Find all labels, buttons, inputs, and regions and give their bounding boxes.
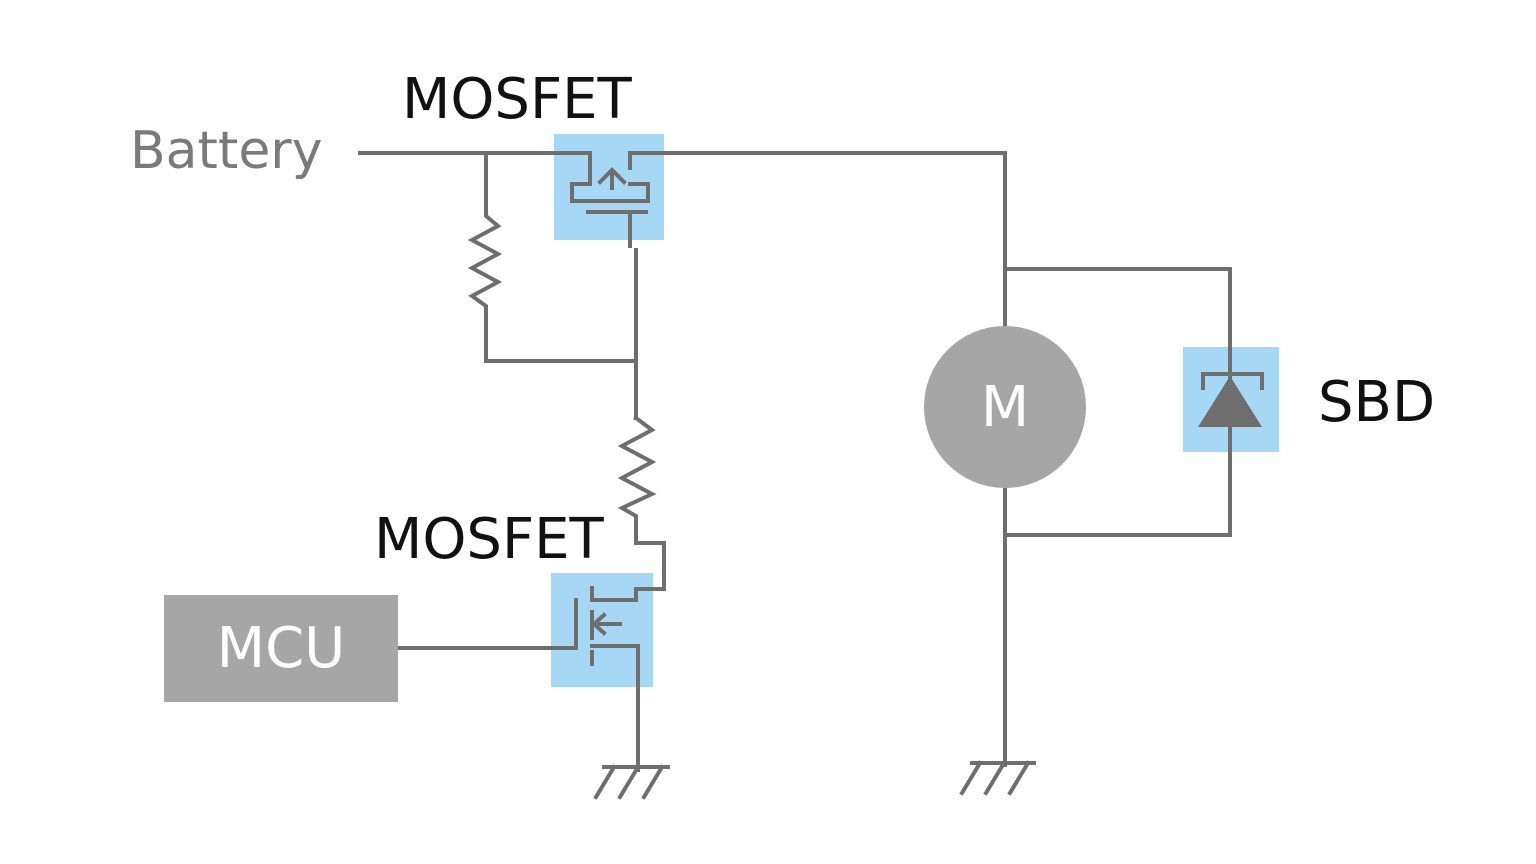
mcu-label: MCU [217,616,345,681]
schottky-diode-icon [1198,372,1264,427]
p-channel-mosfet-icon [570,151,1007,248]
sbd-label: SBD [1318,370,1435,435]
motor-icon: M [924,326,1086,488]
resistor-icon [467,151,638,363]
battery-label: Battery [130,121,322,181]
motor-label: M [981,375,1029,440]
ground-icon [593,764,670,800]
mosfet-top-label: MOSFET [402,67,633,132]
ground-icon [959,760,1036,796]
mcu-block [164,595,398,702]
mosfet-bottom-label: MOSFET [374,507,605,572]
n-channel-mosfet-icon [398,586,640,772]
resistor-icon [617,415,666,591]
